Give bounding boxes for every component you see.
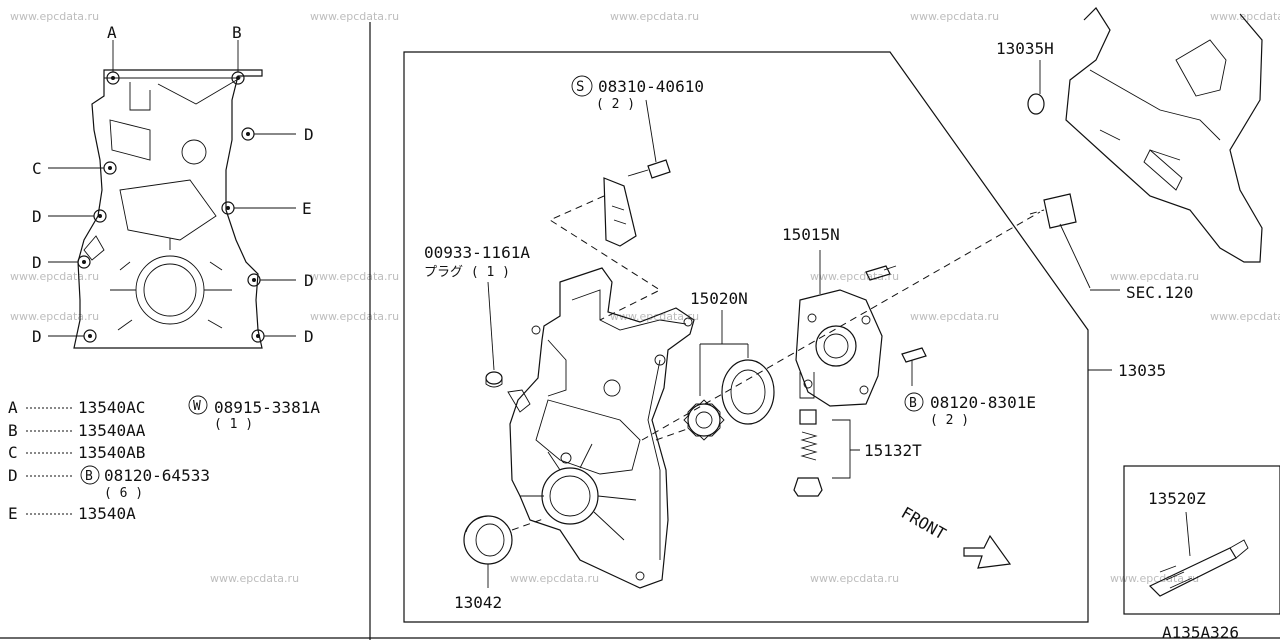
part-number-plug: 00933-1161A	[424, 243, 530, 262]
callout-label-d: D	[32, 253, 42, 272]
part-number-oil-seal: 13042	[454, 593, 502, 612]
watermark: www.epcdata.ru	[10, 270, 99, 283]
assembly-axis	[641, 211, 1041, 441]
callout-label-e: E	[302, 199, 312, 218]
bolt-legend: A 13540AC B 13540AA C 13540AB D B 08120-…	[8, 395, 320, 523]
part-number-front-cover: 13035	[1118, 361, 1166, 380]
callout-label-b: B	[232, 23, 242, 42]
watermark: www.epcdata.ru	[910, 10, 999, 23]
part-number-relief-valve: 15132T	[864, 441, 922, 460]
callout-label-d: D	[304, 271, 314, 290]
plug-description: プラグ ( 1 )	[424, 265, 510, 280]
legend-part-number: 13540AB	[78, 443, 145, 462]
part-number-pump-bolt: 08120-8301E	[930, 393, 1036, 412]
timing-cover-outline	[73, 69, 263, 349]
front-cover-body	[507, 267, 695, 589]
washer-quantity: ( 1 )	[214, 417, 253, 432]
callout-circles	[77, 71, 265, 343]
screw-symbol: S	[576, 79, 584, 95]
washer-symbol: W	[193, 399, 201, 414]
screw-quantity: ( 2 )	[596, 97, 635, 112]
legend-part-number: 08120-64533	[104, 466, 210, 485]
watermark: www.epcdata.ru	[1110, 270, 1199, 283]
legend-key: A	[8, 398, 18, 417]
legend-part-number: 13540AA	[78, 421, 146, 440]
callout-label-d: D	[32, 327, 42, 346]
relief-valve-parts	[793, 409, 860, 497]
watermark: www.epcdata.ru	[310, 310, 399, 323]
bolt-symbol: B	[85, 469, 93, 484]
plug-part	[485, 281, 503, 388]
washer-part-number: 08915-3381A	[214, 398, 320, 417]
watermark: www.epcdata.ru	[1210, 310, 1280, 323]
watermark: www.epcdata.ru	[810, 270, 899, 283]
watermark: www.epcdata.ru	[610, 10, 699, 23]
part-number-sealant: 13520Z	[1148, 489, 1206, 508]
legend-key: C	[8, 443, 18, 462]
diagram-code: A135A326	[1162, 623, 1239, 640]
sealant-tube	[1148, 511, 1249, 597]
pump-bolt-quantity: ( 2 )	[930, 413, 969, 428]
watermark: www.epcdata.ru	[10, 10, 99, 23]
legend-key: D	[8, 466, 18, 485]
watermark: www.epcdata.ru	[510, 572, 599, 585]
bracket-plate	[548, 99, 671, 321]
part-number-gear-set: 15020N	[690, 289, 748, 308]
watermark: www.epcdata.ru	[910, 310, 999, 323]
callout-label-d: D	[304, 125, 314, 144]
oil-seal-part	[463, 515, 547, 588]
callout-letters: A B D C E D D D D D	[32, 23, 314, 346]
oil-pump-gears	[655, 310, 775, 441]
watermark: www.epcdata.ru	[310, 270, 399, 283]
part-number-gasket: 13035H	[996, 39, 1054, 58]
legend-key: B	[8, 421, 18, 440]
front-arrow: FRONT	[898, 503, 1012, 569]
bolt-symbol: B	[909, 396, 917, 411]
legend-part-number: 13540A	[78, 504, 136, 523]
watermark: www.epcdata.ru	[1210, 10, 1280, 23]
watermark: www.epcdata.ru	[10, 310, 99, 323]
callout-label-c: C	[32, 159, 42, 178]
legend-key: E	[8, 504, 18, 523]
part-number-screw: 08310-40610	[598, 77, 704, 96]
watermark: www.epcdata.ru	[310, 10, 399, 23]
callout-label-a: A	[107, 23, 117, 42]
callout-label-d: D	[32, 207, 42, 226]
watermark: www.epcdata.ru	[210, 572, 299, 585]
oil-pump-body	[795, 250, 927, 407]
part-number-pump-body: 15015N	[782, 225, 840, 244]
front-label: FRONT	[898, 503, 950, 544]
watermark: www.epcdata.ru	[810, 572, 899, 585]
legend-part-number: 13540AC	[78, 398, 145, 417]
section-reference: SEC.120	[1126, 283, 1193, 302]
callout-leaders	[48, 40, 296, 337]
callout-label-d: D	[304, 327, 314, 346]
inset-frame	[1123, 465, 1280, 615]
front-cover-plate	[1027, 7, 1263, 289]
legend-quantity: ( 6 )	[104, 486, 143, 501]
watermarks: www.epcdata.ru www.epcdata.ru www.epcdat…	[10, 10, 1280, 585]
main-frame	[403, 51, 1089, 623]
part-labels: S 08310-40610 ( 2 ) 00933-1161A プラグ ( 1 …	[424, 39, 1239, 640]
